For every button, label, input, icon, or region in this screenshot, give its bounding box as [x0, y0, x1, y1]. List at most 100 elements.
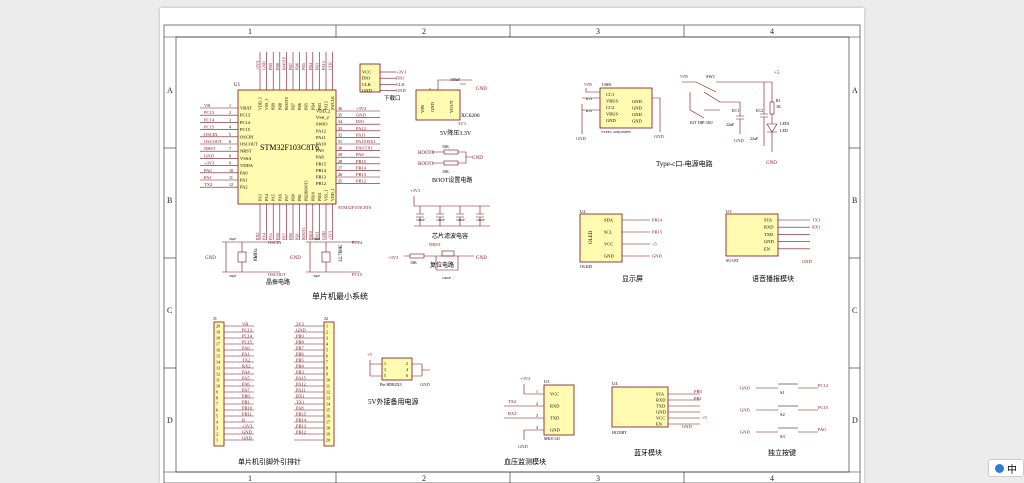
bp-tx2: TX2 [508, 399, 516, 404]
j2-pin-num: 14 [326, 402, 330, 407]
language-indicator[interactable]: 中 [988, 459, 1024, 477]
min-system-caption: 单片机最小系统 [312, 291, 368, 301]
mcu-top-pin-net: PB6 [295, 63, 300, 70]
voice-ref: U3 [726, 209, 732, 214]
voice-caption: 语音播报模块 [752, 274, 794, 283]
oled-pin-name: VCC [604, 242, 613, 247]
mcu-left-pin-num: 11 [229, 175, 233, 180]
j2-pin-num: 19 [326, 432, 330, 437]
boot-r2: 10K [442, 169, 449, 174]
mcu-right-pin-net: PB13 [356, 172, 367, 177]
mcu-ref: U1 [234, 83, 241, 88]
mcu-right-pin-name: PB12 [316, 181, 326, 186]
mcu-top-pin-net: BOOT0 [281, 57, 286, 70]
drawing-frame: 1 2 3 4 1 2 3 4 A B C D A B C D [163, 24, 861, 483]
mcu-left-pin-name: OSCIN [240, 134, 254, 139]
crystal-circuit: GND GND 30pF 30pF 30pF 30pF 8MHz 32.768K… [205, 237, 363, 286]
mcu-left-pin-num: 6 [229, 139, 231, 144]
j1-pin-num: 12 [216, 372, 220, 377]
j1-pin-net: PA0 [242, 346, 250, 351]
bp-pin-num: 1 [536, 389, 538, 394]
mcu-right-pin-num: 31 [338, 139, 342, 144]
mcu-left-pin-name: PC15 [240, 127, 251, 132]
j2-pin-num: 15 [326, 408, 330, 413]
j2-pin-num: 17 [326, 420, 330, 425]
mcu-right-pin-num: 34 [338, 119, 342, 124]
voice-part: SU-03T [726, 258, 739, 263]
j2-pin-net: PB15 [296, 412, 307, 417]
filter-caps: +3V3 100nF 100nF 100nF 100nF 芯片滤波电容 [410, 188, 490, 240]
debug-pin-net: CLK [396, 82, 406, 87]
zone-num-bot-4: 4 [770, 474, 774, 483]
mcu-left-pin-net: VB [204, 103, 210, 108]
voice-pin-name: RXD [764, 225, 774, 230]
j2-pin-num: 4 [326, 342, 328, 347]
j1-pin-net: PA4 [242, 370, 250, 375]
mcu-right-pin-net: DIO [356, 119, 365, 124]
mcu-top-pin-net: PA15 [321, 61, 326, 70]
bt-pin-name: STA [656, 392, 665, 397]
j2-pin-num: 16 [326, 414, 330, 419]
mcu-bottom-pin-name: PA7 [284, 194, 289, 201]
mcu-right-pin-name: PB15 [316, 161, 327, 166]
debug-pin-net: GND [396, 88, 406, 93]
sw-gnd-2: GND [734, 138, 744, 143]
zone-letter-left-b: B [167, 196, 172, 205]
power-switch: VIN SW1 KJT DIP-3X0 EC1 EC2 22uF 22uF R1… [680, 71, 790, 166]
mcu-bottom-pin-net: PA4 [262, 233, 267, 240]
keys-caption: 独立按键 [768, 448, 796, 457]
bp-net: +3V3 [520, 376, 531, 381]
oled-pin-net: PB14 [652, 218, 663, 223]
j2-pin-num: 11 [326, 384, 330, 389]
j1-pin-num: 9 [216, 390, 218, 395]
key-net: PA0 [818, 427, 826, 432]
mcu-bottom-pin-net: PA6 [275, 233, 280, 240]
xtal-c3: 30pF [313, 237, 320, 241]
mcu-left-pin-net: PA1 [204, 175, 212, 180]
usb-caption: Type-c口-电源电路 [656, 159, 713, 168]
filter-c1: 100nF [416, 218, 425, 222]
bp-part: MKS-141 [544, 436, 560, 441]
j1-pin-num: 5 [216, 414, 218, 419]
j1-pin-net: VB [242, 322, 248, 327]
bt-pin-name: EN [656, 422, 663, 427]
boot-caption: BOOT设置电路 [432, 176, 472, 184]
zone-letter-right-c: C [852, 306, 857, 315]
mcu-top-pin-net: PB9 [268, 63, 273, 70]
mcu-left-pin-num: 8 [229, 153, 231, 158]
bp-gnd: GND [518, 444, 528, 449]
mcu-top-pin-name: PB7 [291, 103, 296, 110]
mcu-bottom-pin-name: PB0 [291, 194, 296, 201]
bt-net-pb0: PB0 [694, 389, 703, 394]
j1-pin-net: R [242, 418, 245, 423]
debug-pin-name: CLK [362, 82, 372, 87]
mcu-left-pin-name: VSSA [240, 156, 252, 161]
ime-icon [995, 463, 1004, 473]
j1-pin-net: PC15 [242, 340, 253, 345]
j2-pin-net: PB14 [296, 418, 307, 423]
key-net: PC14 [818, 383, 829, 388]
usb-pin-left: GND [606, 118, 616, 123]
j1-pin-net: TX2 [242, 358, 250, 363]
mcu-right-pin-name: PA11 [316, 135, 326, 140]
bt-pin-name: TXD [656, 404, 666, 409]
mcu-bottom-pin-net: BOOT1 [301, 227, 306, 240]
bp-pin-num: 2 [536, 401, 538, 406]
mcu-top-pin-net: PB8 [275, 63, 280, 70]
ext-n5: 5 [384, 373, 386, 378]
reg-part: XC6206 [461, 113, 480, 119]
regulator-xc6206: VIN GND VOUT XC6206 3V3 100nF GND 5V降压3.… [415, 77, 487, 137]
mcu-top-pin-name: PB3 [317, 103, 322, 110]
reg-vin: VIN [420, 104, 425, 113]
j2-pin-net: PB12 [296, 430, 306, 435]
key-gnd: GND [740, 408, 750, 413]
j1-pin-num: 4 [216, 420, 218, 425]
mcu-bottom-pin-name: PB10 [310, 192, 315, 201]
mcu-bottom-pin-name: PA3 [258, 194, 263, 201]
bt-pin-name: VCC [656, 416, 665, 421]
zone-letter-left-d: D [167, 416, 173, 425]
mcu-left-pin-name: PA1 [240, 178, 248, 183]
ext-n1: 1 [384, 361, 386, 366]
